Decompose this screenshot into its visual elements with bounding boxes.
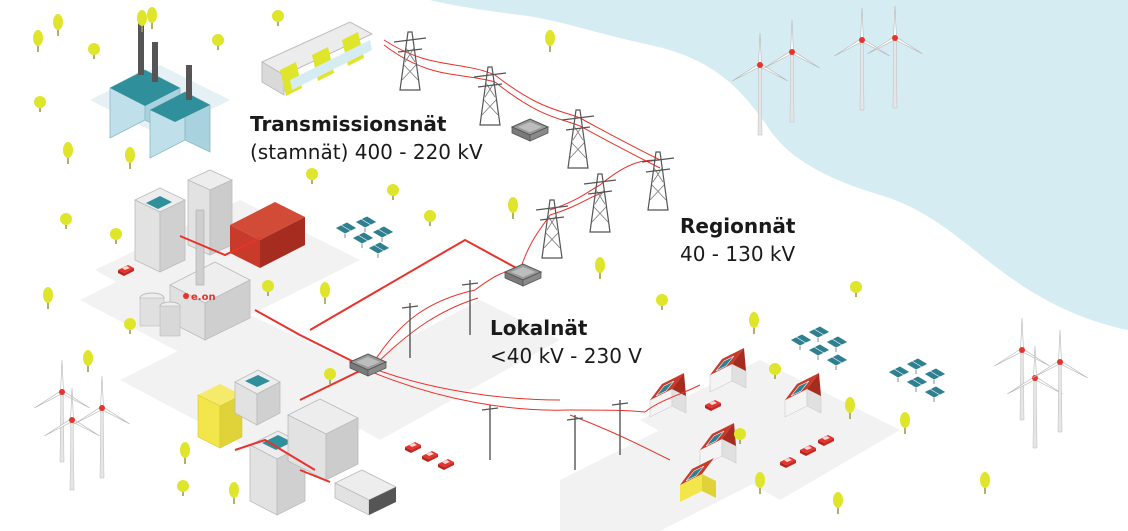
pylon-icon — [482, 405, 498, 460]
local-label: Lokalnät <40 kV - 230 V — [490, 314, 642, 370]
wind-turbine-icon — [994, 318, 1051, 420]
plant-logo: e.on — [191, 292, 216, 303]
substation-icon — [505, 264, 541, 286]
pylon-icon — [567, 415, 583, 470]
transmission-label: Transmissionsnät (stamnät) 400 - 220 kV — [250, 110, 483, 166]
onshore-wind-farm-right — [994, 318, 1089, 448]
regional-voltage: 40 - 130 kV — [680, 240, 795, 268]
regional-title: Regionnät — [680, 212, 795, 240]
regional-label: Regionnät 40 - 130 kV — [680, 212, 795, 268]
hydro-dam — [262, 22, 372, 96]
wind-turbine-icon — [1007, 346, 1064, 448]
pylon-icon — [562, 110, 594, 168]
wind-turbine-icon — [34, 360, 91, 462]
onshore-wind-farm-left — [34, 360, 131, 490]
transmission-title: Transmissionsnät — [250, 110, 483, 138]
transmission-voltage: (stamnät) 400 - 220 kV — [250, 138, 483, 166]
local-voltage: <40 kV - 230 V — [490, 342, 642, 370]
power-plant-teal — [90, 20, 230, 158]
local-title: Lokalnät — [490, 314, 642, 342]
substation-icon — [512, 119, 548, 141]
pylon-icon — [612, 400, 628, 455]
wind-turbine-icon — [44, 388, 101, 490]
pylon-icon — [584, 174, 616, 232]
